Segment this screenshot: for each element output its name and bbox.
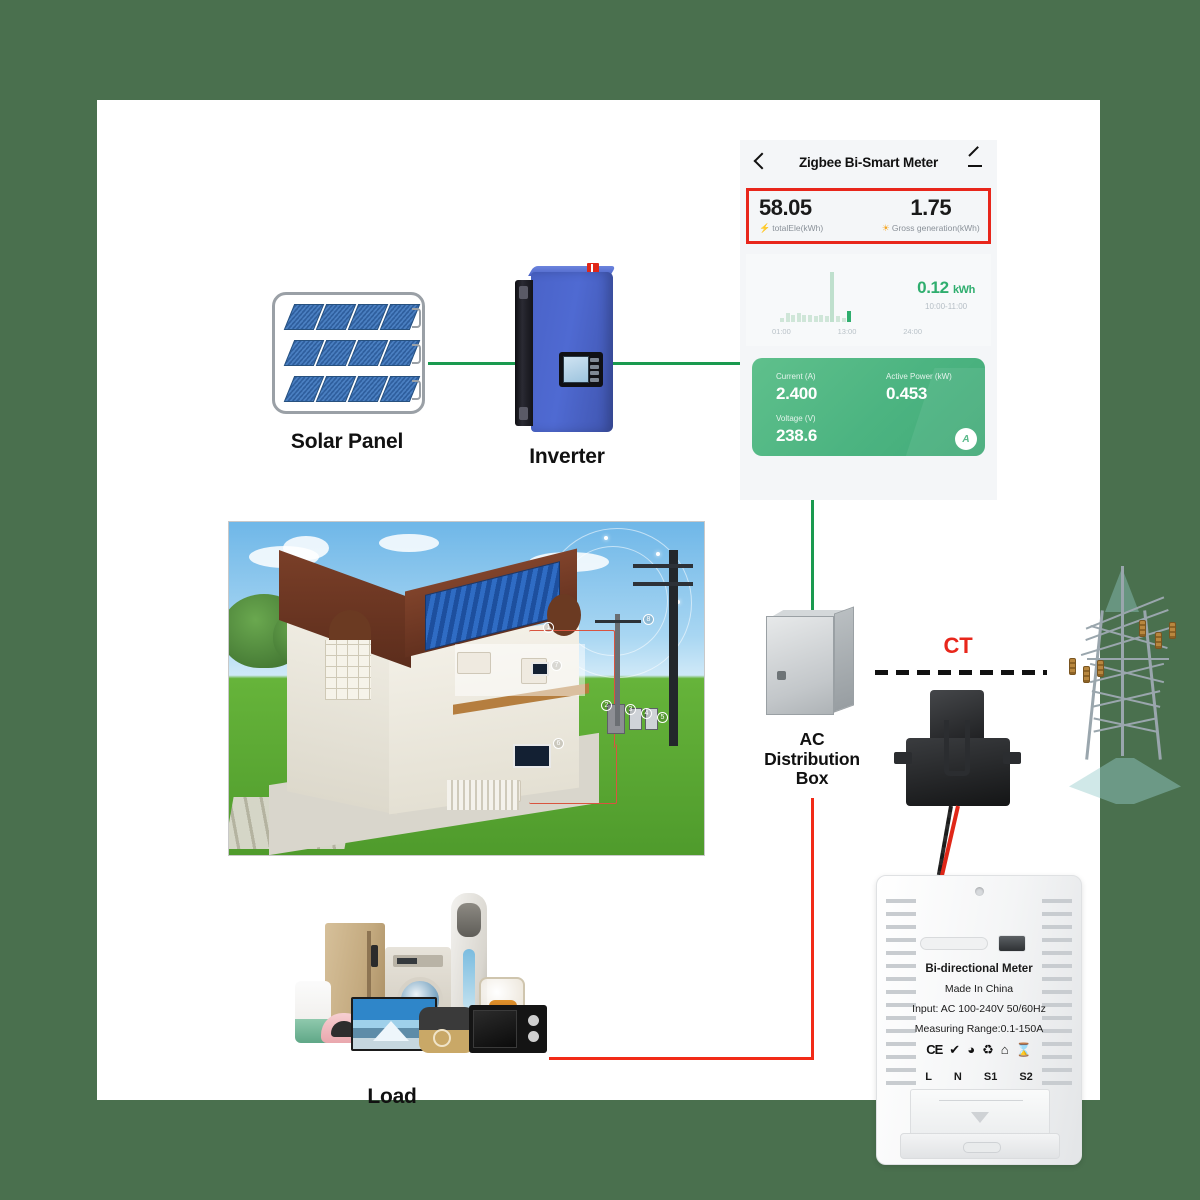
inverter-label: Inverter bbox=[529, 445, 605, 468]
solar-panel-graphic bbox=[272, 292, 425, 414]
metric-voltage: Voltage (V) 238.6 bbox=[776, 414, 817, 446]
certification-marks: CE ✔ ◕ ♻ ⌂ ⌛ bbox=[876, 1043, 1082, 1056]
bolt-icon: ⚡ bbox=[759, 223, 771, 233]
gross-generation-label: ☀Gross generation(kWh) bbox=[874, 223, 989, 234]
back-icon[interactable] bbox=[754, 153, 765, 170]
metric-current: Current (A) 2.400 bbox=[776, 372, 817, 404]
metric-current-value: 2.400 bbox=[776, 384, 818, 403]
wire-inverter-to-junction bbox=[610, 362, 814, 365]
content-card: Solar Panel Inverter bbox=[97, 100, 1181, 1165]
grid-line-dashed bbox=[875, 670, 1047, 675]
chart-reading: 0.12 kWh 10:00-11:00 bbox=[917, 278, 975, 311]
gross-generation-label-text: Gross generation(kWh) bbox=[891, 223, 980, 233]
terminal-s1: S1 bbox=[983, 1071, 998, 1083]
green-dot-icon: ◕ bbox=[967, 1042, 976, 1057]
vent-slots-right bbox=[1042, 899, 1072, 1087]
tick-1: 01:00 bbox=[772, 327, 791, 336]
label-slot bbox=[920, 937, 988, 950]
status-badge[interactable]: A bbox=[955, 428, 977, 450]
terminal-cover[interactable] bbox=[910, 1089, 1050, 1139]
hourly-energy-chart: 01:00 13:00 24:00 0.12 kWh 10:00-11:00 bbox=[746, 254, 991, 346]
total-energy-stat: 58.05 ⚡totalEle(kWh) bbox=[749, 191, 874, 241]
chart-reading-unit: kWh bbox=[952, 284, 975, 296]
metric-active-power: Active Power (kW) 0.453 bbox=[886, 372, 952, 404]
terminal-l: L bbox=[925, 1071, 932, 1083]
total-energy-label: ⚡totalEle(kWh) bbox=[759, 223, 874, 234]
tick-2: 13:00 bbox=[837, 327, 857, 336]
weee-bin-icon: ⌛ bbox=[1015, 1042, 1032, 1057]
meter-measuring-range: Measuring Range:0.1-150A bbox=[914, 1023, 1044, 1035]
terminal-labels: L N S1 S2 bbox=[876, 1071, 1082, 1083]
total-energy-label-text: totalEle(kWh) bbox=[772, 223, 824, 233]
acbox-label-line-2: Distribution bbox=[764, 748, 860, 769]
transmission-tower-graphic bbox=[1059, 562, 1191, 804]
load-label: Load bbox=[367, 1085, 417, 1108]
metric-current-key: Current (A) bbox=[776, 372, 816, 381]
chart-reading-value: 0.12 bbox=[917, 278, 949, 297]
meter-base bbox=[900, 1133, 1060, 1159]
app-title: Zigbee Bi-Smart Meter bbox=[798, 154, 939, 170]
house-icon: ⌂ bbox=[1000, 1042, 1009, 1057]
acbox-label-line-3: Box bbox=[795, 768, 829, 789]
rohs-check-icon: ✔ bbox=[949, 1042, 961, 1057]
inverter-graphic bbox=[515, 263, 616, 432]
metric-active-power-value: 0.453 bbox=[886, 384, 928, 403]
wire-corner-to-load bbox=[549, 1057, 814, 1060]
ce-mark-icon: CE bbox=[926, 1042, 943, 1057]
terminal-s2: S2 bbox=[1019, 1071, 1033, 1083]
mount-hole bbox=[975, 887, 984, 896]
meter-origin: Made In China bbox=[944, 983, 1014, 995]
tick-3: 24:00 bbox=[903, 327, 922, 336]
ct-clamp-sensor-graphic bbox=[894, 690, 1021, 820]
meter-button[interactable] bbox=[998, 935, 1026, 952]
chart-reading-range: 10:00-11:00 bbox=[925, 302, 968, 311]
inverter-connector-icon bbox=[587, 263, 599, 274]
sun-icon: ☀ bbox=[881, 223, 890, 233]
ac-distribution-box-graphic bbox=[766, 606, 856, 715]
metric-voltage-value: 238.6 bbox=[776, 426, 818, 445]
chart-bars bbox=[780, 270, 852, 322]
ac-distribution-box-label: AC Distribution Box bbox=[732, 729, 892, 789]
pencil-icon[interactable] bbox=[967, 154, 983, 170]
box-lock-icon bbox=[777, 671, 786, 680]
direction-triangle-icon bbox=[971, 1112, 989, 1123]
smart-meter-app-screen: Zigbee Bi-Smart Meter 58.05 ⚡totalEle(kW… bbox=[740, 140, 997, 500]
bidirectional-meter-device: Bi-directional Meter Made In China Input… bbox=[876, 875, 1082, 1165]
live-metrics-panel: Current (A) 2.400 Active Power (kW) 0.45… bbox=[752, 358, 985, 456]
ct-label: CT bbox=[943, 633, 973, 658]
wire-acbox-to-corner bbox=[811, 798, 814, 1060]
chart-x-ticks: 01:00 13:00 24:00 bbox=[772, 327, 922, 336]
acbox-label-line-1: AC bbox=[799, 729, 825, 749]
meter-input-spec: Input: AC 100-240V 50/60Hz bbox=[912, 1003, 1046, 1015]
solar-panel-label: Solar Panel bbox=[290, 430, 404, 453]
gross-generation-stat: 1.75 ☀Gross generation(kWh) bbox=[874, 191, 989, 241]
gross-generation-value: 1.75 bbox=[910, 195, 952, 220]
terminal-n: N bbox=[953, 1071, 962, 1083]
total-energy-value: 58.05 bbox=[759, 195, 812, 220]
app-header: Zigbee Bi-Smart Meter bbox=[740, 140, 997, 184]
house-cutaway-image: 1 7 6 2 3 4 5 8 bbox=[228, 521, 705, 856]
inverter-display bbox=[559, 352, 603, 387]
metric-voltage-key: Voltage (V) bbox=[776, 414, 816, 423]
meter-title: Bi-directional Meter bbox=[925, 963, 1033, 975]
vent-slots-left bbox=[886, 899, 916, 1087]
totals-highlight-box: 58.05 ⚡totalEle(kWh) 1.75 ☀Gross generat… bbox=[746, 188, 991, 244]
load-appliances-image bbox=[293, 885, 547, 1075]
metric-active-power-key: Active Power (kW) bbox=[886, 372, 952, 381]
recycle-icon: ♻ bbox=[982, 1042, 994, 1057]
wire-solar-to-inverter bbox=[428, 362, 518, 365]
